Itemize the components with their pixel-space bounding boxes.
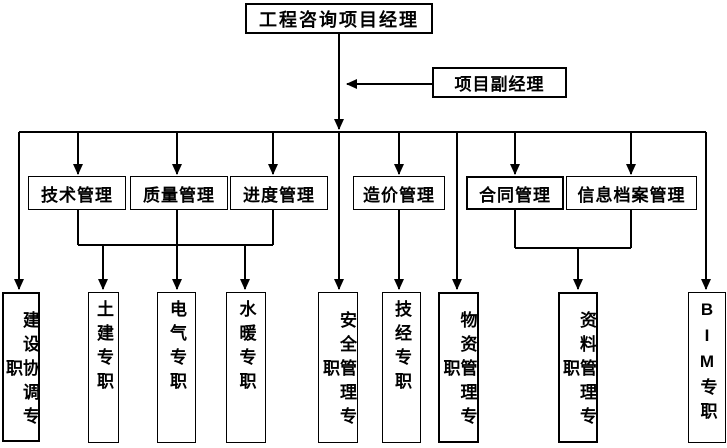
spec-label: 安全管理专职 [320,311,356,431]
deputy-box: 项目副经理 [432,67,567,98]
spec-box-bim: BIM专职 [688,292,726,443]
dept-label: 技术管理 [41,185,113,205]
dept-label: 合同管理 [479,185,551,205]
deputy-label: 项目副经理 [454,75,545,94]
dept-box-schedule: 进度管理 [230,176,328,210]
dept-label: 造价管理 [363,185,435,205]
spec-label: BIM专职 [697,300,717,426]
dept-box-cost: 造价管理 [353,176,445,210]
dept-label: 质量管理 [143,185,215,205]
dept-box-info-archive: 信息档案管理 [566,176,697,210]
root-label: 工程咨询项目经理 [259,9,419,30]
spec-label: 物资管理专职 [440,311,477,431]
spec-label: 资料管理专职 [560,311,596,431]
spec-box-hvac: 水暖专职 [226,292,266,443]
spec-box-safety: 安全管理专职 [318,292,358,443]
spec-label: 技经专职 [392,300,411,396]
dept-label: 进度管理 [243,185,315,205]
dept-box-quality: 质量管理 [130,176,228,210]
spec-label: 水暖专职 [236,300,256,396]
spec-box-construction-coordination: 建设协调专职 [2,292,40,442]
spec-label: 建设协调专职 [3,310,39,431]
spec-box-civil: 土建专职 [88,292,119,443]
dept-box-contract: 合同管理 [466,176,564,210]
spec-label: 土建专职 [94,300,113,396]
spec-box-documents: 资料管理专职 [558,292,598,443]
spec-box-tech-economics: 技经专职 [382,292,421,443]
spec-box-materials: 物资管理专职 [438,292,479,443]
spec-label: 电气专职 [167,300,186,396]
dept-box-technical: 技术管理 [28,176,126,210]
spec-box-electrical: 电气专职 [157,292,196,443]
dept-label: 信息档案管理 [577,185,686,205]
root-box: 工程咨询项目经理 [245,3,433,34]
